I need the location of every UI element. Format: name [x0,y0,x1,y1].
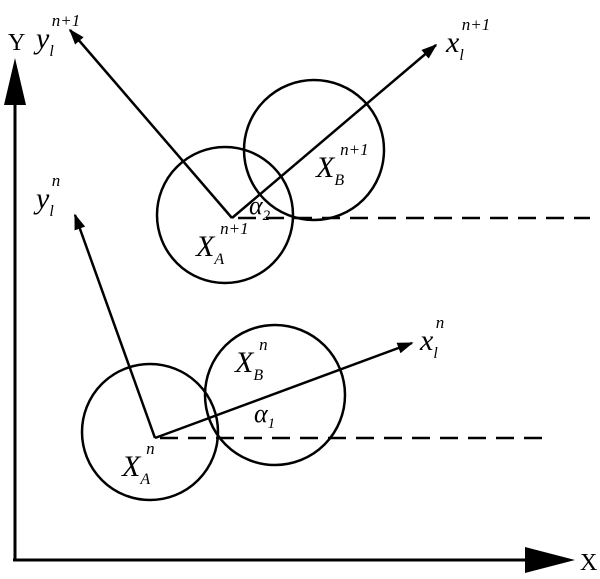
particle-b-n-circle [203,323,347,467]
label-angle-n1: α2 [249,191,271,224]
label-particle-b-n1: XBn+1 [315,140,369,189]
label-angle-n: α1 [254,399,275,432]
global-x-axis-label: X [580,550,597,576]
local-x-axis-n1 [231,43,438,219]
local-x-axis-n [154,341,414,440]
label-particle-b-n: XBn [234,335,268,384]
particle-a-n1-circle [155,145,295,285]
frame-n-plus-1 [68,28,590,285]
particle-a-n-circle [80,362,220,502]
global-x-arrowhead [525,547,575,573]
global-y-axis-label: Y [8,30,25,56]
label-particle-a-n1: XAn+1 [195,219,249,268]
label-particle-a-n: XAn [121,439,155,488]
label-x-axis-n1: xln+1 [445,15,490,64]
label-y-axis-n1: yln+1 [33,11,80,60]
frame-n [73,213,545,502]
label-x-axis-n: xln [419,313,444,362]
particle-b-n1-circle [242,78,386,222]
label-y-axis-n: yln [33,171,60,220]
global-axes: Y X [4,30,597,576]
local-y-axis-n [73,213,157,439]
local-y-axis-n1 [68,28,233,219]
global-y-arrowhead [4,58,26,105]
